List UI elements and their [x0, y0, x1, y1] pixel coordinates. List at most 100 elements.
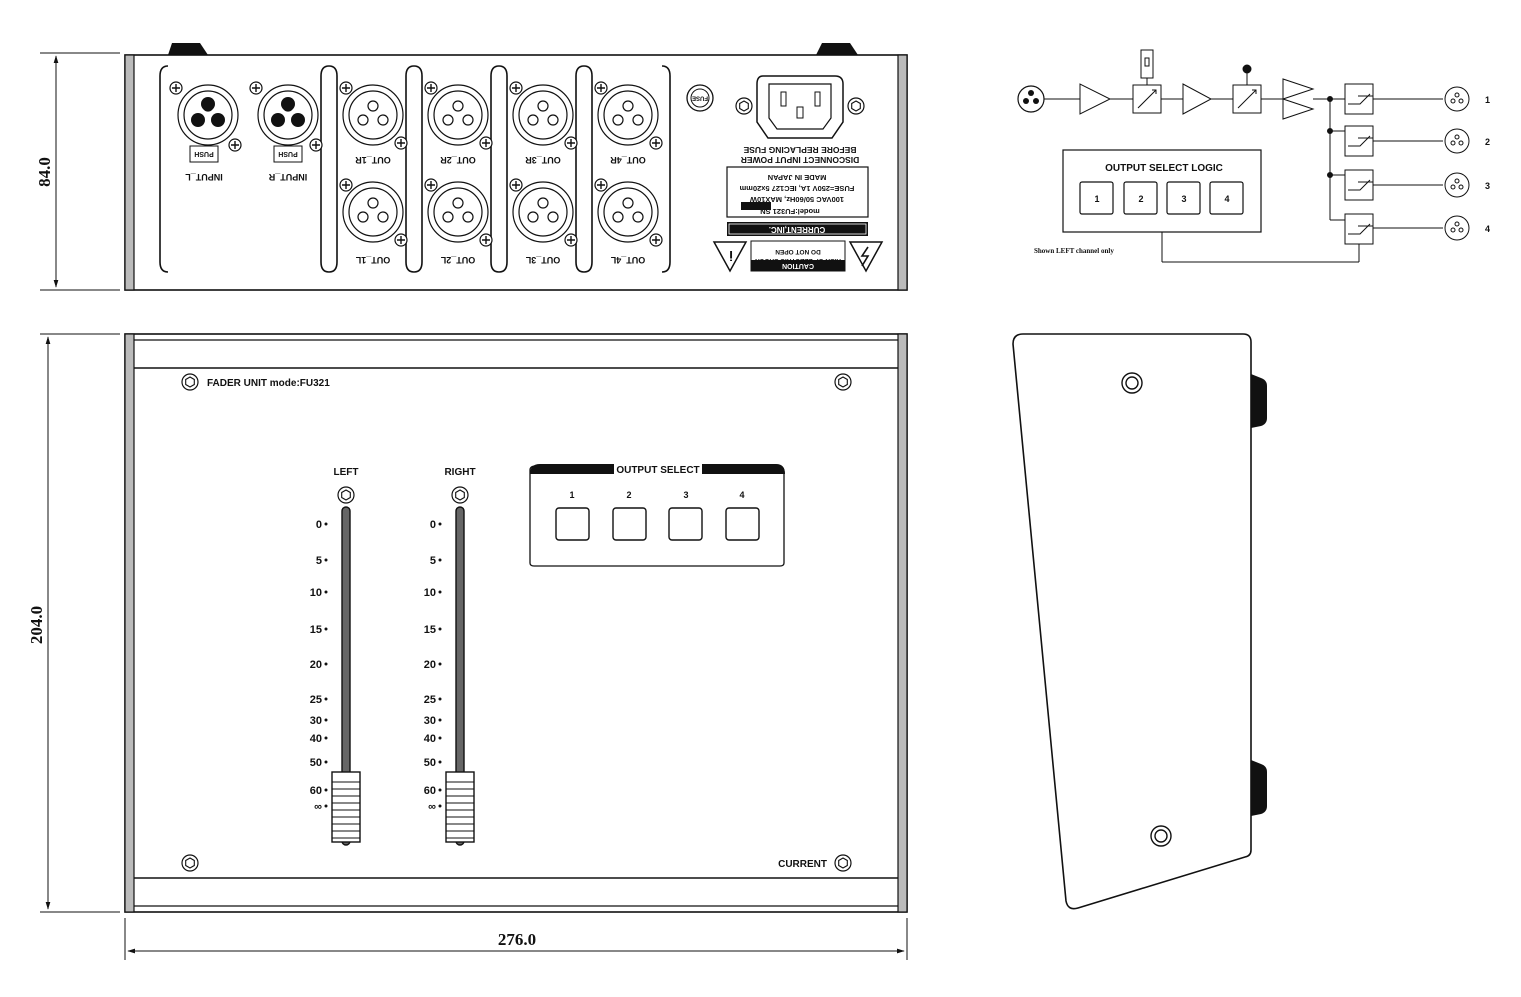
fader-right-scale-dot	[438, 788, 442, 792]
out-3r-connector[interactable]: OUT_3R	[509, 81, 578, 165]
schematic	[1044, 49, 1345, 221]
out-2r-connector[interactable]: OUT_2R	[424, 81, 493, 165]
fader-left-scale-label: 60	[310, 785, 322, 797]
out-1r-connector[interactable]: OUT_1R	[339, 81, 408, 165]
fader-left-scale-dot	[324, 788, 328, 792]
fader-left	[337, 486, 355, 846]
brand-label: CURRENT	[778, 859, 827, 870]
logic-title: OUTPUT SELECT LOGIC	[1105, 163, 1223, 174]
out-1l-connector[interactable]: OUT_1L	[339, 178, 408, 265]
dimension-lines	[40, 52, 908, 960]
out-4r-label: OUT_4R	[610, 155, 646, 165]
schematic-out-2: 2	[1485, 137, 1490, 147]
logic-button-1	[1079, 181, 1114, 215]
schematic-output-connectors	[1444, 86, 1470, 241]
warning-line-1: DISCONNECT INPUT POWER	[741, 155, 860, 165]
input-r-connector[interactable]: PUSH INPUT_R	[249, 81, 323, 182]
fader-right-scale-dot	[438, 522, 442, 526]
fader-left-scale-label: 0	[316, 519, 322, 531]
fader-left-scale-label: 20	[310, 659, 322, 671]
fader-left-scale-label: 15	[310, 624, 322, 636]
out-1l-label: OUT_1L	[355, 255, 390, 265]
out-3l-label: OUT_3L	[525, 255, 560, 265]
output-button-4-label: 4	[739, 490, 744, 500]
model-label: FADER UNIT mode:FU321	[207, 378, 330, 389]
output-select-title: OUTPUT SELECT	[616, 465, 699, 476]
push-label-r: PUSH	[278, 150, 297, 157]
output-button-1[interactable]	[555, 507, 590, 541]
fader-left-knob[interactable]	[331, 771, 361, 843]
schematic-out-1: 1	[1485, 95, 1490, 105]
logic-button-4	[1209, 181, 1244, 215]
spec-line-origin: MADE IN JAPAN	[768, 173, 827, 182]
logic-button-4-label: 4	[1224, 194, 1229, 204]
out-3r-label: OUT_3R	[525, 155, 561, 165]
output-button-2-label: 2	[626, 490, 631, 500]
out-2r-label: OUT_2R	[440, 155, 476, 165]
output-connectors: OUT_1R OUT_2R OUT_3R OUT_4R OUT_1L OUT_2…	[339, 81, 663, 265]
logic-button-2	[1123, 181, 1158, 215]
caution-line-1: DO NOT OPEN	[775, 248, 821, 255]
spec-line-fuse: FUSE=250V 1A, IEC127 5x20mm	[739, 184, 854, 193]
output-button-3-label: 3	[683, 490, 688, 500]
output-button-3[interactable]	[668, 507, 703, 541]
input-l-connector[interactable]: PUSH INPUT_L	[169, 81, 242, 182]
out-3l-connector[interactable]: OUT_3L	[509, 178, 578, 265]
fader-right-scale-label: 0	[430, 519, 436, 531]
dim-height-front: 204.0	[27, 606, 46, 644]
output-button-2[interactable]	[612, 507, 647, 541]
logic-button-3-label: 3	[1181, 194, 1186, 204]
fader-right-scale-label: 15	[424, 624, 436, 636]
fader-right	[451, 486, 469, 846]
fader-right-scale-label: 25	[424, 694, 436, 706]
out-4l-connector[interactable]: OUT_4L	[594, 178, 663, 265]
lightning-icon	[860, 246, 870, 267]
fader-right-scale-dot	[438, 760, 442, 764]
fader-right-scale-dot	[438, 697, 442, 701]
input-r-label: INPUT_R	[268, 172, 307, 182]
fader-left-scale-dot	[324, 522, 328, 526]
fader-left-scale-dot	[324, 662, 328, 666]
out-1r-label: OUT_1R	[355, 155, 391, 165]
spec-line-model: model:FU321 SN	[760, 207, 820, 216]
fader-right-scale-dot	[438, 627, 442, 631]
fader-right-scale-dot	[438, 736, 442, 740]
fader-right-scale-label: ∞	[428, 801, 436, 813]
power-inlet[interactable]	[735, 75, 865, 139]
dim-height-top: 84.0	[35, 157, 54, 187]
fader-right-knob[interactable]	[445, 771, 475, 843]
fader-left-scale-label: 30	[310, 715, 322, 727]
fader-left-scale-dot	[324, 718, 328, 722]
fader-right-scale-label: 50	[424, 757, 436, 769]
fuse-holder[interactable]: FUSE	[686, 84, 714, 112]
out-2l-connector[interactable]: OUT_2L	[424, 178, 493, 265]
output-select-panel: OUTPUT SELECT 1 2 3 4	[529, 463, 785, 567]
side-view	[1012, 333, 1267, 910]
out-4r-connector[interactable]: OUT_4R	[594, 81, 663, 165]
spec-label: model:FU321 SN 100VAC 50/60Hz, MAX10W FU…	[726, 166, 869, 236]
logic-button-2-label: 2	[1138, 194, 1143, 204]
dim-width: 276.0	[498, 930, 536, 949]
front-panel	[124, 333, 908, 913]
brand-bar-text: CURRENT,INC.	[769, 225, 825, 234]
fader-left-scale-label: ∞	[314, 801, 322, 813]
fader-right-scale-label: 10	[424, 587, 436, 599]
fader-right-scale-label: 5	[430, 555, 436, 567]
logic-button-3	[1166, 181, 1201, 215]
output-select-logic: OUTPUT SELECT LOGIC 1 2 3 4	[1062, 149, 1262, 233]
fader-left-scale-label: 10	[310, 587, 322, 599]
output-button-4[interactable]	[725, 507, 760, 541]
fader-left-scale-dot	[324, 760, 328, 764]
output-button-1-label: 1	[569, 490, 574, 500]
caution-label: i DO NOT OPEN RISK OF ELECTRIC SHOCK CAU…	[712, 240, 884, 273]
schematic-out-4: 4	[1485, 224, 1490, 234]
fader-left-scale-dot	[324, 590, 328, 594]
fader-right-scale-dot	[438, 718, 442, 722]
schematic-out-3: 3	[1485, 181, 1490, 191]
fader-right-scale-label: 60	[424, 785, 436, 797]
fader-left-scale-label: 5	[316, 555, 322, 567]
fader-right-scale-dot	[438, 558, 442, 562]
out-4l-label: OUT_4L	[610, 255, 645, 265]
